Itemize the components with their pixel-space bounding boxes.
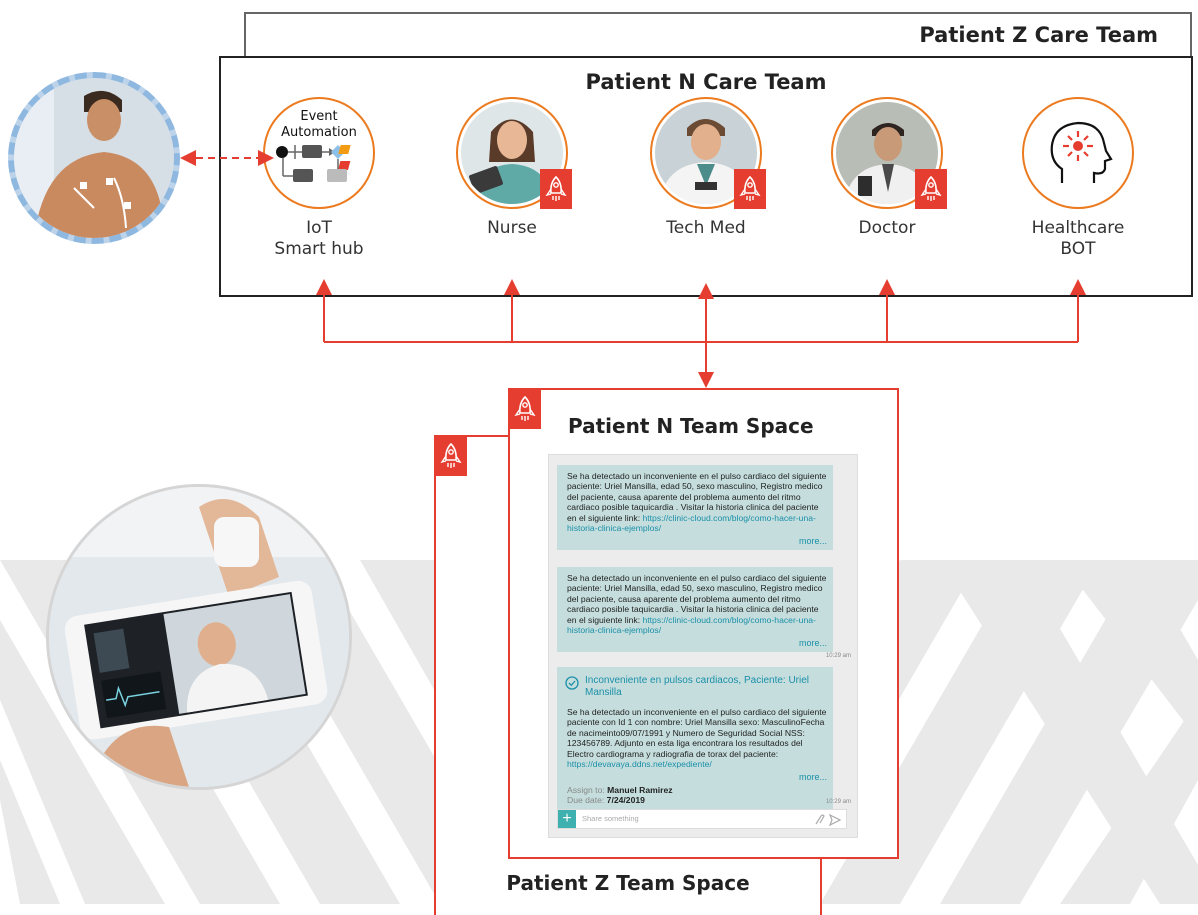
member-nurse[interactable]: Nurse [437,97,587,239]
message-link[interactable]: https://clinic-cloud.com/blog/como-hacer… [567,614,816,636]
member-label-tech-med: Tech Med [666,218,746,238]
rocket-icon [545,175,567,201]
chat-message[interactable]: Se ha detectado un inconveniente en el p… [557,567,833,652]
member-label-healthcare-bot: Healthcare BOT [1031,218,1125,259]
share-input[interactable]: Share something [582,814,639,823]
rocket-badge [509,389,541,429]
due-date-row: Due date: 7/24/2019 [567,795,645,806]
task-title-text: Inconveniente en pulsos cardiacos, Pacie… [585,675,810,698]
chat-message[interactable]: Se ha detectado un inconveniente en el p… [557,465,833,550]
rocket-badge [734,169,766,209]
patient-n-team-space-panel: Patient N Team Space Se ha detectado un … [508,388,899,859]
chat-window: Se ha detectado un inconveniente en el p… [548,454,858,838]
message-link[interactable]: https://clinic-cloud.com/blog/como-hacer… [567,512,816,534]
member-healthcare-bot[interactable]: Healthcare BOT [1003,97,1153,260]
assign-row: Assign to: Manuel Ramirez [567,784,673,795]
task-title: Inconveniente en pulsos cardiacos, Pacie… [565,675,827,699]
message-text: Se ha detectado un inconveniente en el p… [567,573,827,625]
task-link[interactable]: https://devavaya.ddns.net/expediente/ [567,759,712,770]
task-card[interactable]: Inconveniente en pulsos cardiacos, Pacie… [557,667,833,809]
rocket-icon [920,175,942,201]
member-iot-smart-hub[interactable]: Event Automation IoT Smart hub [244,97,394,260]
more-link[interactable]: more... [798,638,827,649]
patient-n-team-space-title: Patient N Team Space [568,414,814,438]
more-link[interactable]: more... [798,536,827,547]
event-automation-icon: Event Automation [263,97,375,209]
assignee-name: Manuel Ramirez [607,784,673,795]
member-label-nurse: Nurse [487,218,537,238]
workflow-diagram-icon [276,145,351,182]
add-button[interactable]: + [558,810,576,828]
telemedicine-photo-circle [46,484,352,790]
patient-z-team-space-title: Patient Z Team Space [506,871,750,895]
check-circle-icon [565,676,579,690]
message-text: Se ha detectado un inconveniente en el p… [567,471,827,523]
member-doctor[interactable]: Doctor [812,97,962,239]
telemedicine-photo [49,487,349,787]
nurse-avatar [456,97,572,209]
doctor-avatar [831,97,947,209]
rocket-icon [514,395,536,421]
rocket-badge [915,169,947,209]
patient-n-care-team-panel: Patient N Care Team Event Automation [219,56,1193,297]
patient-photo-circle [8,72,180,244]
share-bar: + Share something [557,809,847,829]
attach-send-icons[interactable] [812,813,842,827]
healthcare-bot-avatar [1022,97,1134,209]
message-timestamp: 10:29 am [825,653,851,659]
member-label-doctor: Doctor [858,218,916,238]
rocket-icon [440,442,462,468]
ai-head-icon [1050,121,1113,183]
rocket-badge [540,169,572,209]
patient-n-care-team-title: Patient N Care Team [585,70,827,94]
task-timestamp: 10:29 am [825,799,851,805]
patient-z-care-team-title: Patient Z Care Team [919,23,1158,47]
rocket-icon [739,175,761,201]
event-automation-label: Event Automation [281,109,357,140]
member-label-iot-smart-hub: IoT Smart hub [274,218,364,259]
rocket-badge [435,436,467,476]
tech-med-avatar [650,97,766,209]
patient-photo [14,78,174,238]
due-date-value: 7/24/2019 [606,795,645,806]
more-link[interactable]: more... [798,772,827,783]
task-text: Se ha detectado un inconveniente en el p… [567,707,827,759]
member-tech-med[interactable]: Tech Med [631,97,781,239]
